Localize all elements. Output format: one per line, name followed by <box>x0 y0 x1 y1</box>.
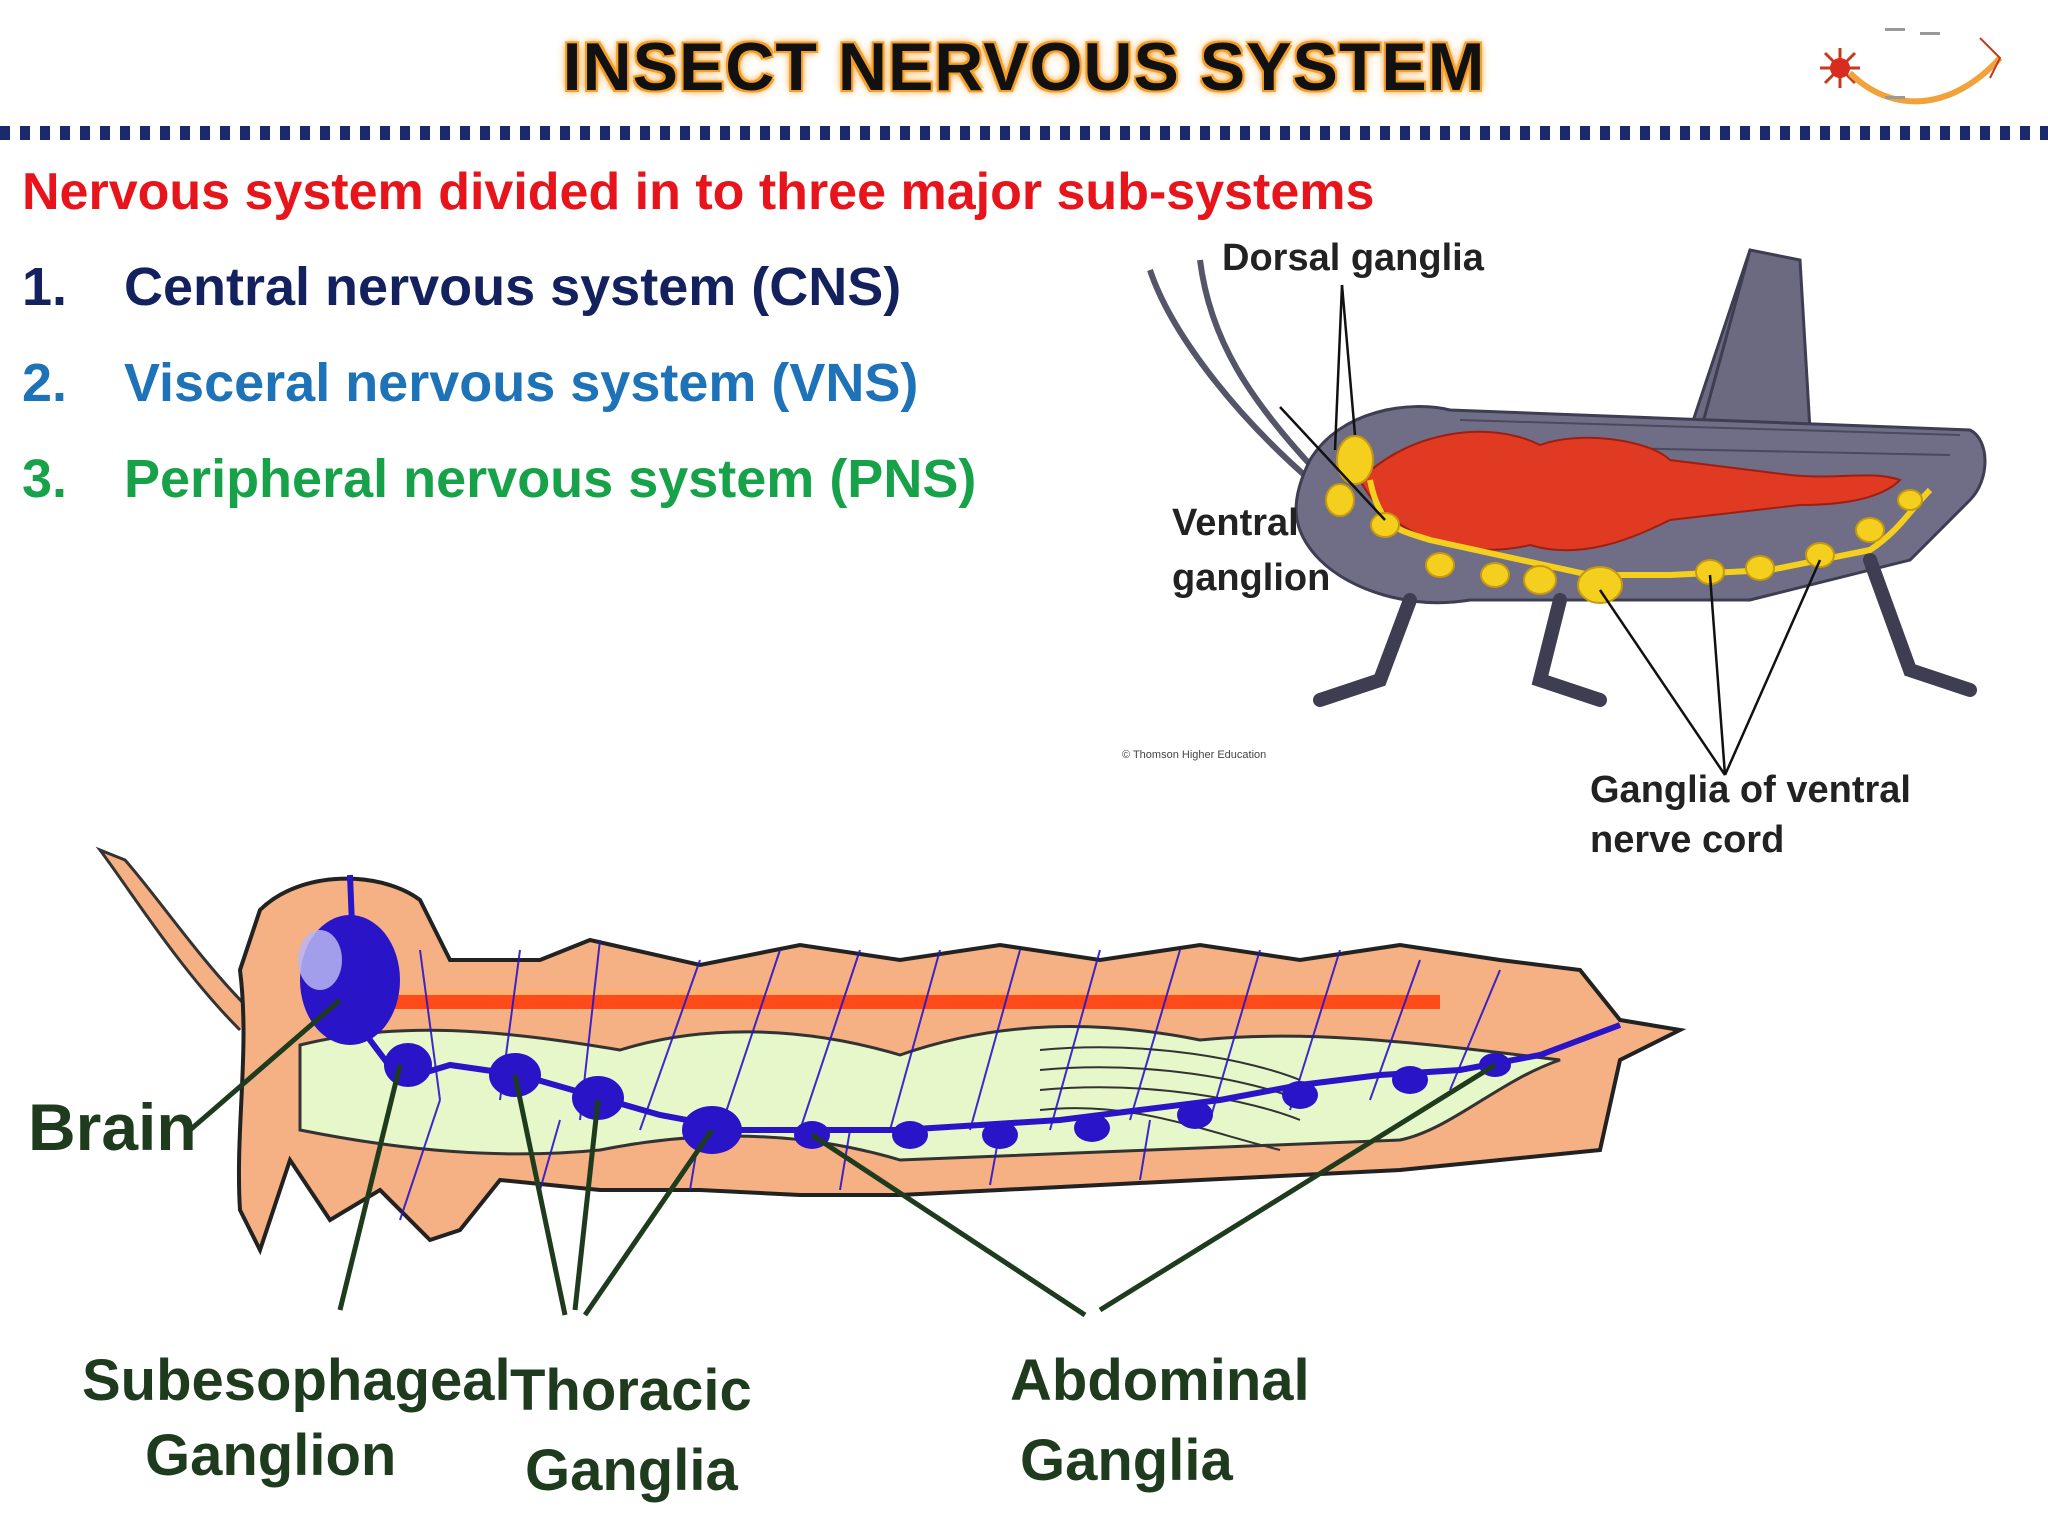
label-dorsal-ganglia: Dorsal ganglia <box>1222 237 1485 279</box>
slide-title: INSECT NERVOUS SYSTEM <box>562 29 1486 105</box>
label-ventral: Ventral <box>1172 502 1299 544</box>
label-subesophageal: Subesophageal <box>82 1348 511 1413</box>
list-number: 2. <box>22 353 68 413</box>
list-item-vns: 2. Visceral nervous system (VNS) <box>22 352 918 414</box>
credit-text: © Thomson Higher Education <box>1122 749 1266 761</box>
list-label: Central nervous system (CNS) <box>124 257 902 317</box>
subtitle: Nervous system divided in to three major… <box>22 163 1375 221</box>
list-item-cns: 1. Central nervous system (CNS) <box>22 256 901 318</box>
larva-diagram: Brain Subesophageal Ganglion Thoracic Ga… <box>28 846 1687 1503</box>
label-nerve-cord: nerve cord <box>1590 819 1784 861</box>
dotted-divider <box>0 126 2048 140</box>
list-label: Visceral nervous system (VNS) <box>124 353 919 413</box>
label-ganglion: ganglion <box>1172 557 1330 599</box>
label-thoracic: Thoracic <box>510 1358 752 1423</box>
list-number: 1. <box>22 257 68 317</box>
grasshopper-diagram: Dorsal ganglia Ventral ganglion © Thomso… <box>1122 237 1987 861</box>
list-number: 3. <box>22 449 68 509</box>
label-brain: Brain <box>28 1090 197 1164</box>
label-abdominal-ganglia: Ganglia <box>1020 1428 1233 1493</box>
list-item-pns: 3. Peripheral nervous system (PNS) <box>22 448 976 510</box>
neuron-logo-icon <box>1820 28 2003 105</box>
label-subesophageal-ganglion: Ganglion <box>145 1423 396 1488</box>
label-thoracic-ganglia: Ganglia <box>525 1438 738 1503</box>
list-label: Peripheral nervous system (PNS) <box>124 449 977 509</box>
label-abdominal: Abdominal <box>1010 1348 1310 1413</box>
label-ganglia-of-ventral: Ganglia of ventral <box>1590 769 1911 811</box>
